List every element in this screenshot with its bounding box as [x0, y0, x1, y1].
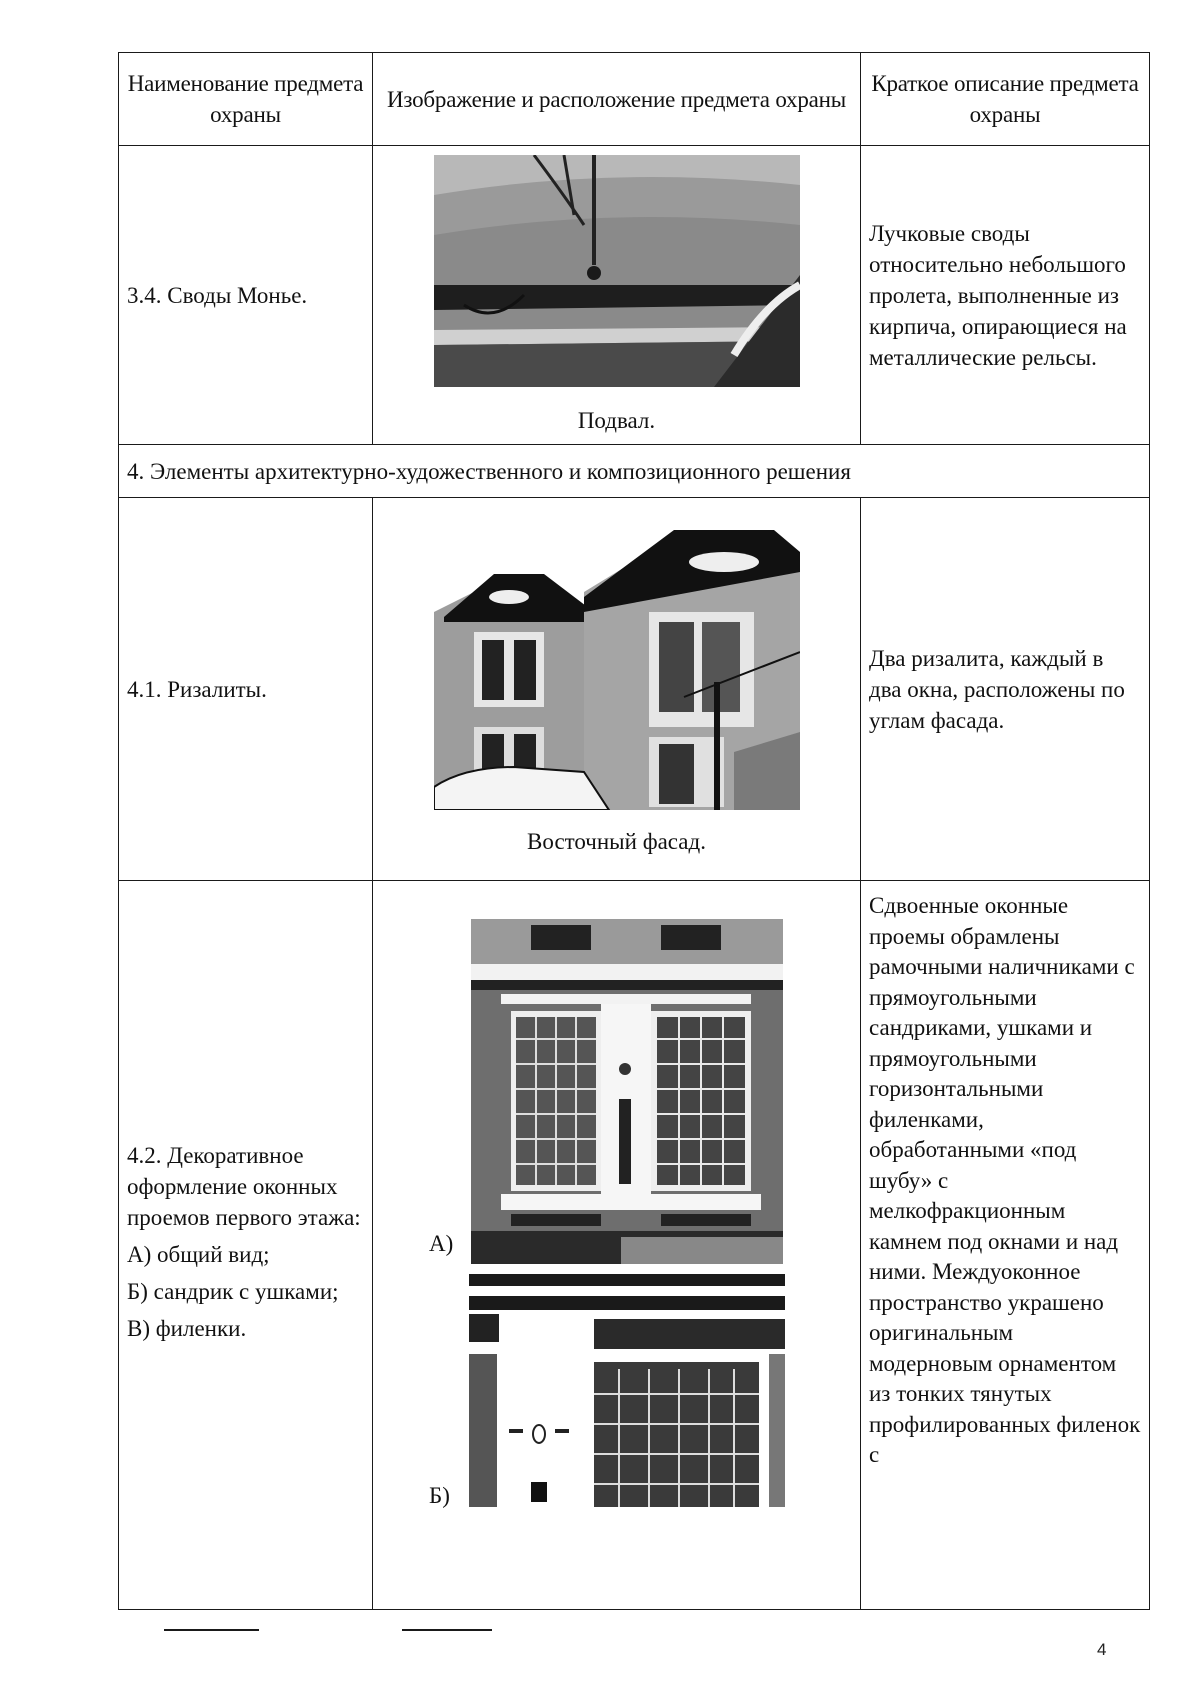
basement-vault-photo-icon [433, 154, 800, 387]
page-number: 4 [1097, 1640, 1107, 1659]
item-image-cell: Подвал. [372, 145, 861, 445]
header-description: Краткое описание предмета охраны [860, 52, 1150, 146]
image-a-label: А) [429, 1231, 454, 1256]
section-title: 4. Элементы архитектурно-художественного… [118, 444, 1150, 498]
table-header-row: Наименование предмета охраны Изображение… [118, 52, 1150, 146]
item-name-title: 4.2. Декоративное оформление оконных про… [127, 1143, 361, 1230]
image-caption: Подвал. [577, 407, 656, 433]
item-image-cell: Восточный фасад. [372, 497, 861, 881]
item-name: 3.4. Своды Монье. [118, 145, 373, 445]
window-sandrik-photo-icon [469, 1274, 785, 1507]
table-row: 4.2. Декоративное оформление оконных про… [118, 880, 1150, 1610]
protection-subjects-table: Наименование предмета охраны Изображение… [118, 52, 1150, 1610]
header-image: Изображение и расположение предмета охра… [372, 52, 861, 146]
item-description: Лучковые своды относительно небольшого п… [860, 145, 1150, 445]
item-name-sub-v: В) филенки. [127, 1316, 247, 1341]
east-facade-photo-icon [433, 521, 800, 810]
footnote-divider-mid [402, 1629, 492, 1631]
header-name: Наименование предмета охраны [118, 52, 373, 146]
window-general-view-photo-icon [471, 919, 783, 1264]
item-name: 4.2. Декоративное оформление оконных про… [118, 880, 373, 1610]
table-row: 3.4. Своды Монье. [118, 145, 1150, 445]
item-image-cell: А) [372, 880, 861, 1610]
item-description: Сдвоенные оконные проемы обрамлены рамоч… [860, 880, 1150, 1610]
table-row: 4.1. Ризалиты. [118, 497, 1150, 881]
item-name: 4.1. Ризалиты. [118, 497, 373, 881]
image-caption: Восточный фасад. [527, 828, 706, 854]
item-name-sub-b: Б) сандрик с ушками; [127, 1279, 339, 1304]
footnote-divider-left [164, 1629, 259, 1631]
image-b-label: Б) [429, 1483, 450, 1508]
section-header-row: 4. Элементы архитектурно-художественного… [118, 444, 1150, 498]
item-description-text: Сдвоенные оконные проемы обрамлены рамоч… [869, 893, 1141, 1467]
item-description: Два ризалита, каждый в два окна, располо… [860, 497, 1150, 881]
item-name-sub-a: А) общий вид; [127, 1242, 270, 1267]
